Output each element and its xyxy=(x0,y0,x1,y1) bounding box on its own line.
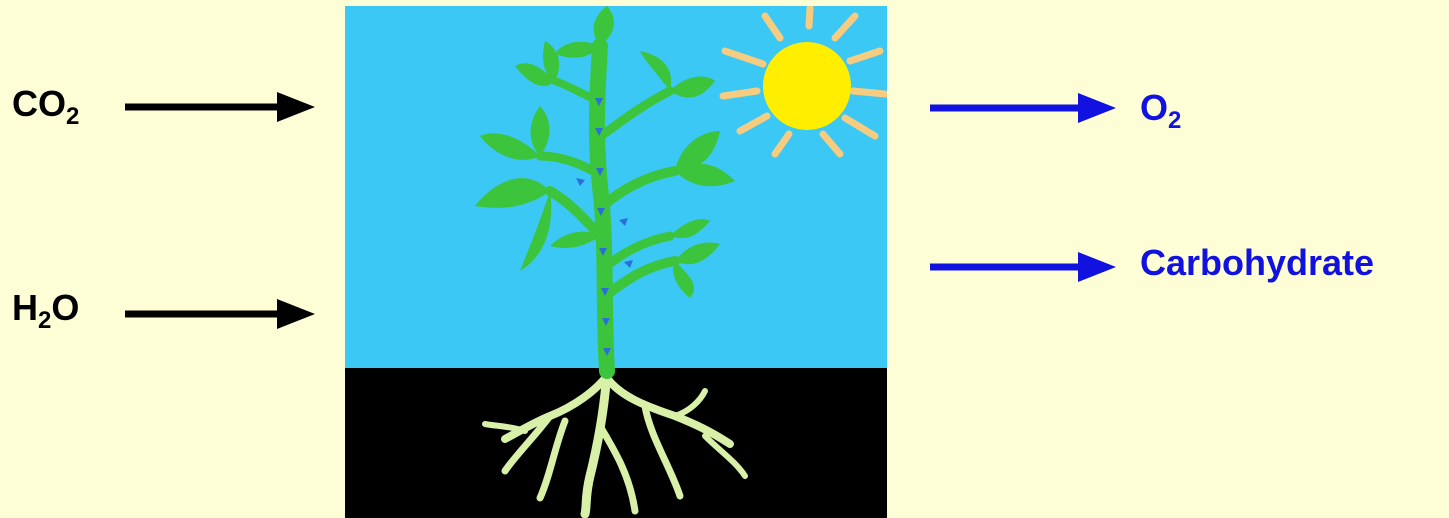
co2-subscript: 2 xyxy=(66,103,79,130)
co2-arrow xyxy=(125,92,315,122)
h2o-label: H2O xyxy=(12,290,79,326)
carbohydrate-label: Carbohydrate xyxy=(1140,245,1374,281)
carbohydrate-arrow xyxy=(930,252,1116,282)
o2-arrow xyxy=(930,93,1116,123)
o2-label: O2 xyxy=(1140,90,1181,126)
co2-label: CO2 xyxy=(12,86,79,122)
h2o-arrow xyxy=(125,299,315,329)
co2-text: CO xyxy=(12,83,66,124)
h2o-subscript: 2 xyxy=(38,307,51,334)
h2o-text: H xyxy=(12,287,38,328)
o2-text: O xyxy=(1140,87,1168,128)
o2-subscript: 2 xyxy=(1168,107,1181,134)
plant-scene xyxy=(345,6,887,518)
h2o-text-tail: O xyxy=(51,287,79,328)
